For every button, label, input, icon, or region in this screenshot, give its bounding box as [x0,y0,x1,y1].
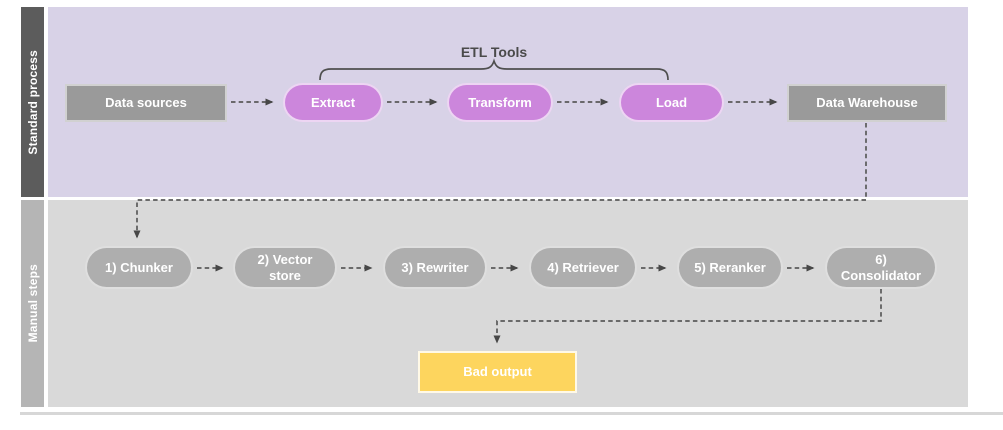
node-transform: Transform [447,83,553,122]
node-load: Load [619,83,724,122]
node-chunker: 1) Chunker [85,246,193,289]
node-data-warehouse: Data Warehouse [787,84,947,122]
node-rewriter: 3) Rewriter [383,246,487,289]
lane-label-manual-steps: Manual steps [25,264,40,343]
node-reranker: 5) Reranker [677,246,783,289]
node-vector-store: 2) Vector store [233,246,337,289]
lane-header-manual-steps: Manual steps [21,200,44,407]
etl-tools-label: ETL Tools [460,44,528,60]
bottom-divider [20,412,1003,415]
node-consolidator: 6) Consolidator [825,246,937,289]
node-bad-output: Bad output [418,351,577,393]
node-data-sources: Data sources [65,84,227,122]
node-retriever: 4) Retriever [529,246,637,289]
lane-label-standard-process: Standard process [25,49,40,155]
lane-header-standard-process: Standard process [21,7,44,197]
node-extract: Extract [283,83,383,122]
